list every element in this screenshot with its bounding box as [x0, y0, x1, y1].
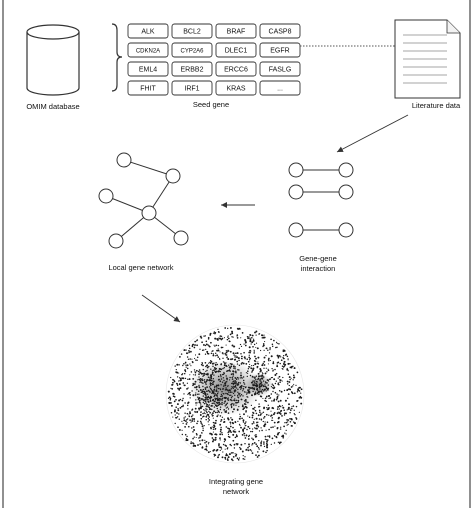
- seed-gene-box: ERBB2: [171, 61, 213, 77]
- literature-data-label: Literature data: [412, 101, 461, 110]
- seed-gene-name: ALK: [141, 29, 155, 36]
- seed-gene-label: Seed gene: [193, 100, 229, 109]
- local-gene-network-label: Local gene network: [108, 263, 173, 272]
- seed-gene-name: ...: [277, 86, 283, 93]
- gene-gene-interaction-icon: [288, 162, 354, 238]
- seed-gene-name: KRAS: [226, 86, 245, 93]
- seed-gene-box: IRF1: [171, 80, 213, 96]
- seed-gene-box: ERCC6: [215, 61, 257, 77]
- seed-gene-box: KRAS: [215, 80, 257, 96]
- arrow-local-to-integrating: [141, 294, 181, 323]
- seed-gene-box: CYP2A6: [171, 42, 213, 58]
- seed-gene-name: FASLG: [269, 67, 292, 74]
- arrow-literature-to-interaction: [336, 114, 409, 153]
- interaction-label-line1: Gene-gene: [299, 254, 337, 263]
- seed-gene-name: FHIT: [140, 86, 156, 93]
- integrating-network-label-line2: network: [223, 487, 250, 496]
- seed-gene-box: CDKN2A: [127, 42, 169, 58]
- seed-gene-name: BCL2: [183, 29, 201, 36]
- seed-gene-name: CASP8: [269, 29, 292, 36]
- seed-gene-box: BRAF: [215, 23, 257, 39]
- seed-gene-name: BRAF: [227, 29, 246, 36]
- seed-gene-name: EML4: [139, 67, 157, 74]
- seed-gene-box: CASP8: [259, 23, 301, 39]
- seed-gene-box: FHIT: [127, 80, 169, 96]
- literature-document-icon: [394, 19, 461, 99]
- seed-gene-name: IRF1: [184, 86, 199, 93]
- seed-gene-name: EGFR: [270, 48, 289, 55]
- seed-gene-box: EGFR: [259, 42, 301, 58]
- seed-gene-box: BCL2: [171, 23, 213, 39]
- omim-database-label: OMIM database: [26, 102, 79, 111]
- seed-gene-name: CYP2A6: [180, 49, 204, 55]
- seed-gene-name: ERBB2: [181, 67, 204, 74]
- integrating-network-label-line1: Integrating gene: [209, 477, 263, 486]
- local-gene-network-icon: [98, 152, 189, 249]
- seed-gene-box: ALK: [127, 23, 169, 39]
- omim-database-icon: [26, 24, 80, 96]
- seed-gene-name: CDKN2A: [136, 49, 160, 55]
- seed-gene-box: FASLG: [259, 61, 301, 77]
- seed-gene-box: ...: [259, 80, 301, 96]
- seed-gene-name: ERCC6: [224, 67, 248, 74]
- seed-gene-box: DLEC1: [215, 42, 257, 58]
- seed-gene-brace: [111, 23, 123, 92]
- seed-gene-name: DLEC1: [225, 48, 248, 55]
- seed-gene-box: EML4: [127, 61, 169, 77]
- integrating-gene-network-icon: [165, 324, 305, 464]
- interaction-label-line2: interaction: [301, 264, 336, 273]
